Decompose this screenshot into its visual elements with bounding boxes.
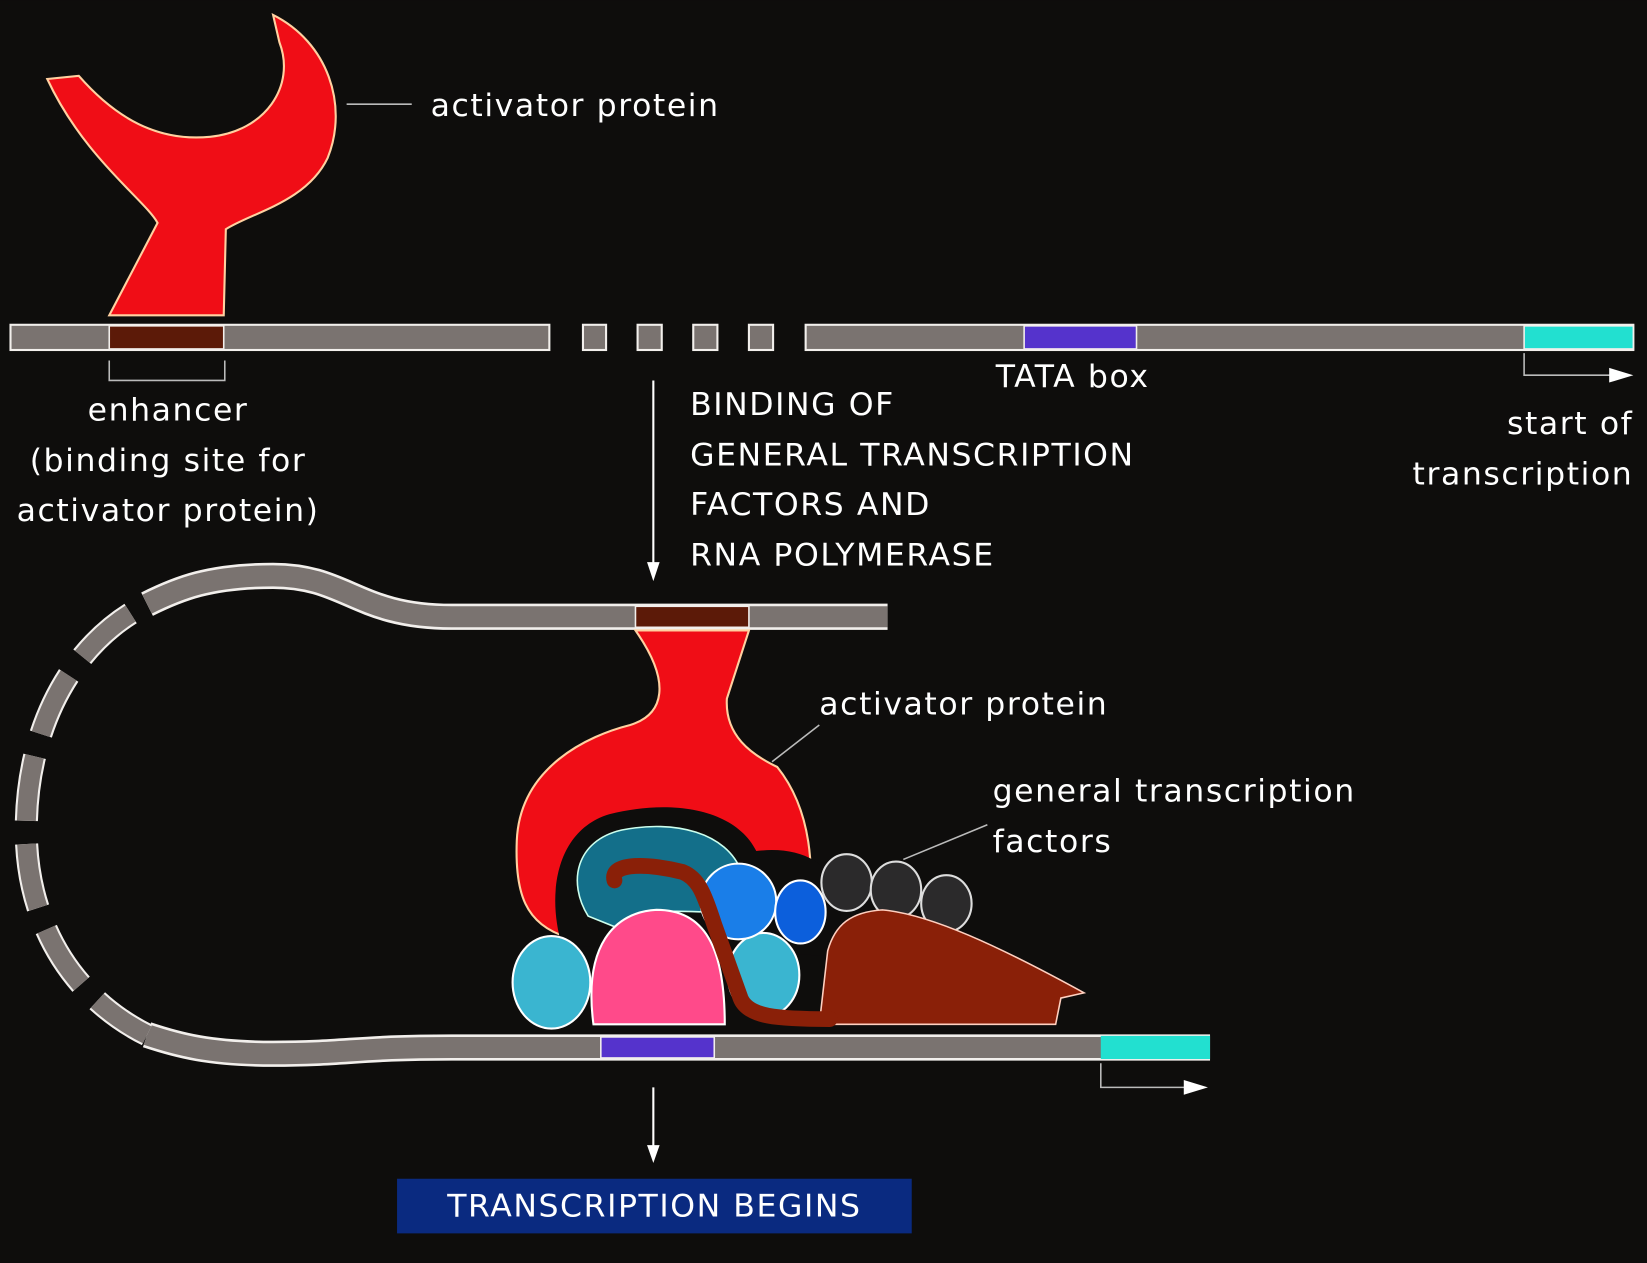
start-label-2: transcription (1413, 456, 1634, 492)
start-label-1: start of (1507, 406, 1633, 442)
activator-protein-label: activator protein (431, 88, 720, 124)
start-site-region (1523, 325, 1635, 350)
gtf-label-line (903, 824, 988, 861)
step-line-1: BINDING OF (690, 387, 895, 423)
dna-strand-top (9, 323, 1635, 352)
tata-box-region (1023, 325, 1138, 350)
start-site-region (1100, 1035, 1211, 1060)
start-arrow-icon (1100, 1063, 1208, 1095)
enhancer-region (634, 605, 750, 629)
tata-box-region (600, 1036, 716, 1059)
step-line-4: RNA POLYMERASE (690, 537, 995, 573)
step-line-3: FACTORS AND (690, 487, 931, 523)
general-factor-light-blue (511, 935, 592, 1030)
down-arrow-icon (647, 1087, 660, 1163)
tata-box-label: TATA box (995, 359, 1150, 395)
transcription-complex (511, 629, 1087, 1030)
rna-polymerase (818, 909, 1087, 1026)
activator-protein-label-bottom: activator protein (819, 686, 1108, 722)
step-line-2: GENERAL TRANSCRIPTION (690, 438, 1135, 474)
dna-gap-segment (747, 323, 775, 352)
result-label: TRANSCRIPTION BEGINS (446, 1189, 861, 1225)
dna-gap-segment (581, 323, 608, 352)
gtf-label-2: factors (993, 824, 1113, 860)
general-factor-dark (820, 853, 873, 912)
down-arrow-icon (647, 380, 660, 582)
dna-gap-segment (692, 323, 719, 352)
rna-polymerase-tail (606, 858, 838, 1027)
enhancer-desc-2: activator protein) (17, 493, 320, 529)
activator-protein-shape (45, 12, 337, 317)
gtf-label-1: general transcription (993, 774, 1356, 810)
enhancer-bracket (108, 360, 226, 382)
result-banner (397, 1178, 912, 1234)
general-factor-blue (774, 879, 827, 945)
enhancer-desc-1: (binding site for (30, 443, 307, 479)
activator-label-line (771, 724, 820, 763)
dna-gap-segment (636, 323, 663, 352)
dna-loop (14, 562, 1211, 1067)
general-factor-pink (590, 908, 726, 1026)
enhancer-label: enhancer (88, 392, 249, 428)
start-arrow-icon (1523, 353, 1634, 383)
enhancer-region (108, 325, 225, 350)
